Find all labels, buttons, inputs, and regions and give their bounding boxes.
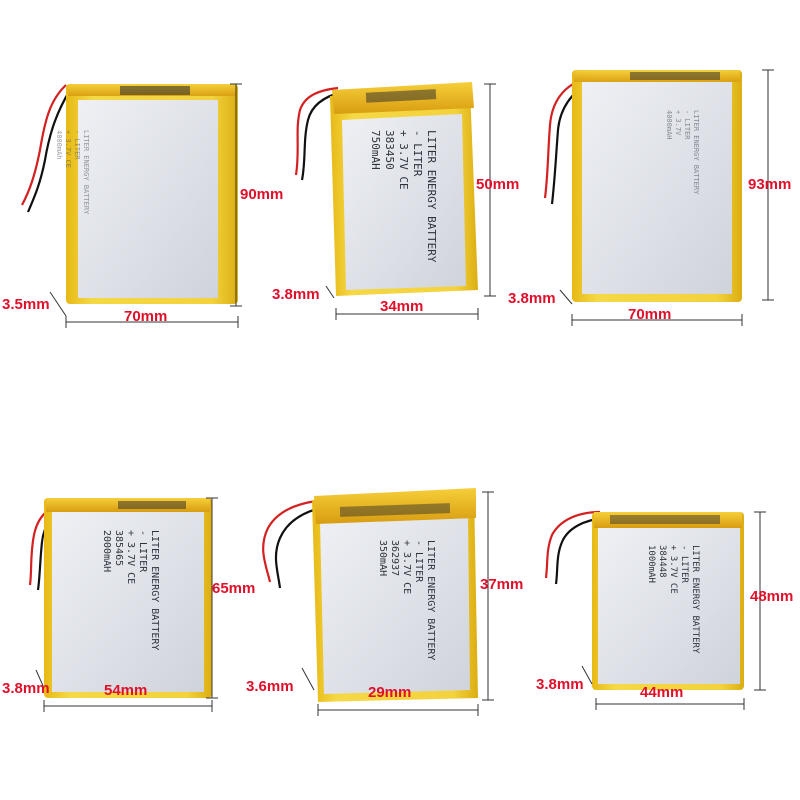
label-line: - LITER bbox=[137, 530, 148, 573]
battery-3 bbox=[543, 70, 742, 302]
label-line: - LITER bbox=[411, 130, 424, 177]
label-line: 384448 bbox=[657, 545, 667, 578]
label-line: 750mAH bbox=[369, 130, 382, 170]
label-line: + 3.7V bbox=[674, 110, 682, 136]
dimension-lines bbox=[35, 69, 774, 716]
label-line: 383450 bbox=[383, 130, 396, 170]
label-line: 362937 bbox=[389, 540, 400, 577]
battery-3-height-label: 93mm bbox=[748, 176, 792, 193]
label-line: LITER ENERGY BATTERY bbox=[149, 530, 160, 651]
label-line: + 3.7V CE bbox=[64, 130, 72, 168]
label-line: 1000mAH bbox=[646, 545, 656, 583]
battery-5-thickness-label: 3.6mm bbox=[246, 678, 294, 695]
battery-3-width-label: 70mm bbox=[628, 306, 672, 323]
battery-5-width-label: 29mm bbox=[368, 684, 412, 701]
battery-6-label-text: LITER ENERGY BATTERY - LITER + 3.7V CE 3… bbox=[630, 545, 700, 685]
battery-5 bbox=[262, 488, 478, 702]
label-line: + 3.7V CE bbox=[125, 530, 136, 585]
battery-6-thickness-label: 3.8mm bbox=[536, 676, 584, 693]
battery-1-height-label: 90mm bbox=[240, 186, 284, 203]
battery-2-label-text: LITER ENERGY BATTERY - LITER + 3.7V CE 3… bbox=[348, 130, 438, 290]
label-line: - LITER bbox=[683, 110, 691, 140]
battery-1-label-text: LITER ENERGY BATTERY - LITER + 3.7V CE 4… bbox=[0, 130, 90, 290]
label-line: + 3.7V CE bbox=[668, 545, 678, 594]
label-line: 350mAH bbox=[377, 540, 388, 577]
battery-1 bbox=[21, 84, 238, 304]
battery-1-width-label: 70mm bbox=[124, 308, 168, 325]
label-line: LITER ENERGY BATTERY bbox=[425, 540, 436, 661]
label-line: 4000mAH bbox=[665, 110, 673, 140]
battery-4 bbox=[28, 498, 212, 698]
battery-1-thickness-label: 3.5mm bbox=[2, 296, 50, 313]
battery-2-thickness-label: 3.8mm bbox=[272, 286, 320, 303]
label-line: - LITER bbox=[73, 130, 81, 160]
label-line: LITER ENERGY BATTERY bbox=[690, 545, 700, 654]
label-line: + 3.7V CE bbox=[401, 540, 412, 595]
label-line: LITER ENERGY BATTERY bbox=[82, 130, 90, 215]
battery-4-width-label: 54mm bbox=[104, 682, 148, 699]
battery-6-width-label: 44mm bbox=[640, 684, 684, 701]
label-line: 4000mAh bbox=[55, 130, 63, 160]
battery-3-label-text: LITER ENERGY BATTERY - LITER + 3.7V 4000… bbox=[620, 110, 700, 280]
label-line: LITER ENERGY BATTERY bbox=[692, 110, 700, 195]
label-line: 385465 bbox=[113, 530, 124, 567]
label-line: - LITER bbox=[679, 545, 689, 583]
battery-6 bbox=[544, 510, 744, 690]
label-line: + 3.7V CE bbox=[397, 130, 410, 190]
battery-2-height-label: 50mm bbox=[476, 176, 520, 193]
battery-2-width-label: 34mm bbox=[380, 298, 424, 315]
battery-6-height-label: 48mm bbox=[750, 588, 794, 605]
battery-3-thickness-label: 3.8mm bbox=[508, 290, 556, 307]
label-line: 2000mAH bbox=[101, 530, 112, 573]
battery-4-height-label: 65mm bbox=[212, 580, 256, 597]
battery-4-thickness-label: 3.8mm bbox=[2, 680, 50, 697]
label-line: LITER ENERGY BATTERY bbox=[425, 130, 438, 263]
battery-5-label-text: LITER ENERGY BATTERY - LITER + 3.7V CE 3… bbox=[366, 540, 436, 690]
label-line: - LITER bbox=[413, 540, 424, 583]
battery-2 bbox=[294, 82, 478, 296]
battery-4-label-text: LITER ENERGY BATTERY - LITER + 3.7V CE 3… bbox=[90, 530, 160, 680]
battery-5-height-label: 37mm bbox=[480, 576, 524, 593]
